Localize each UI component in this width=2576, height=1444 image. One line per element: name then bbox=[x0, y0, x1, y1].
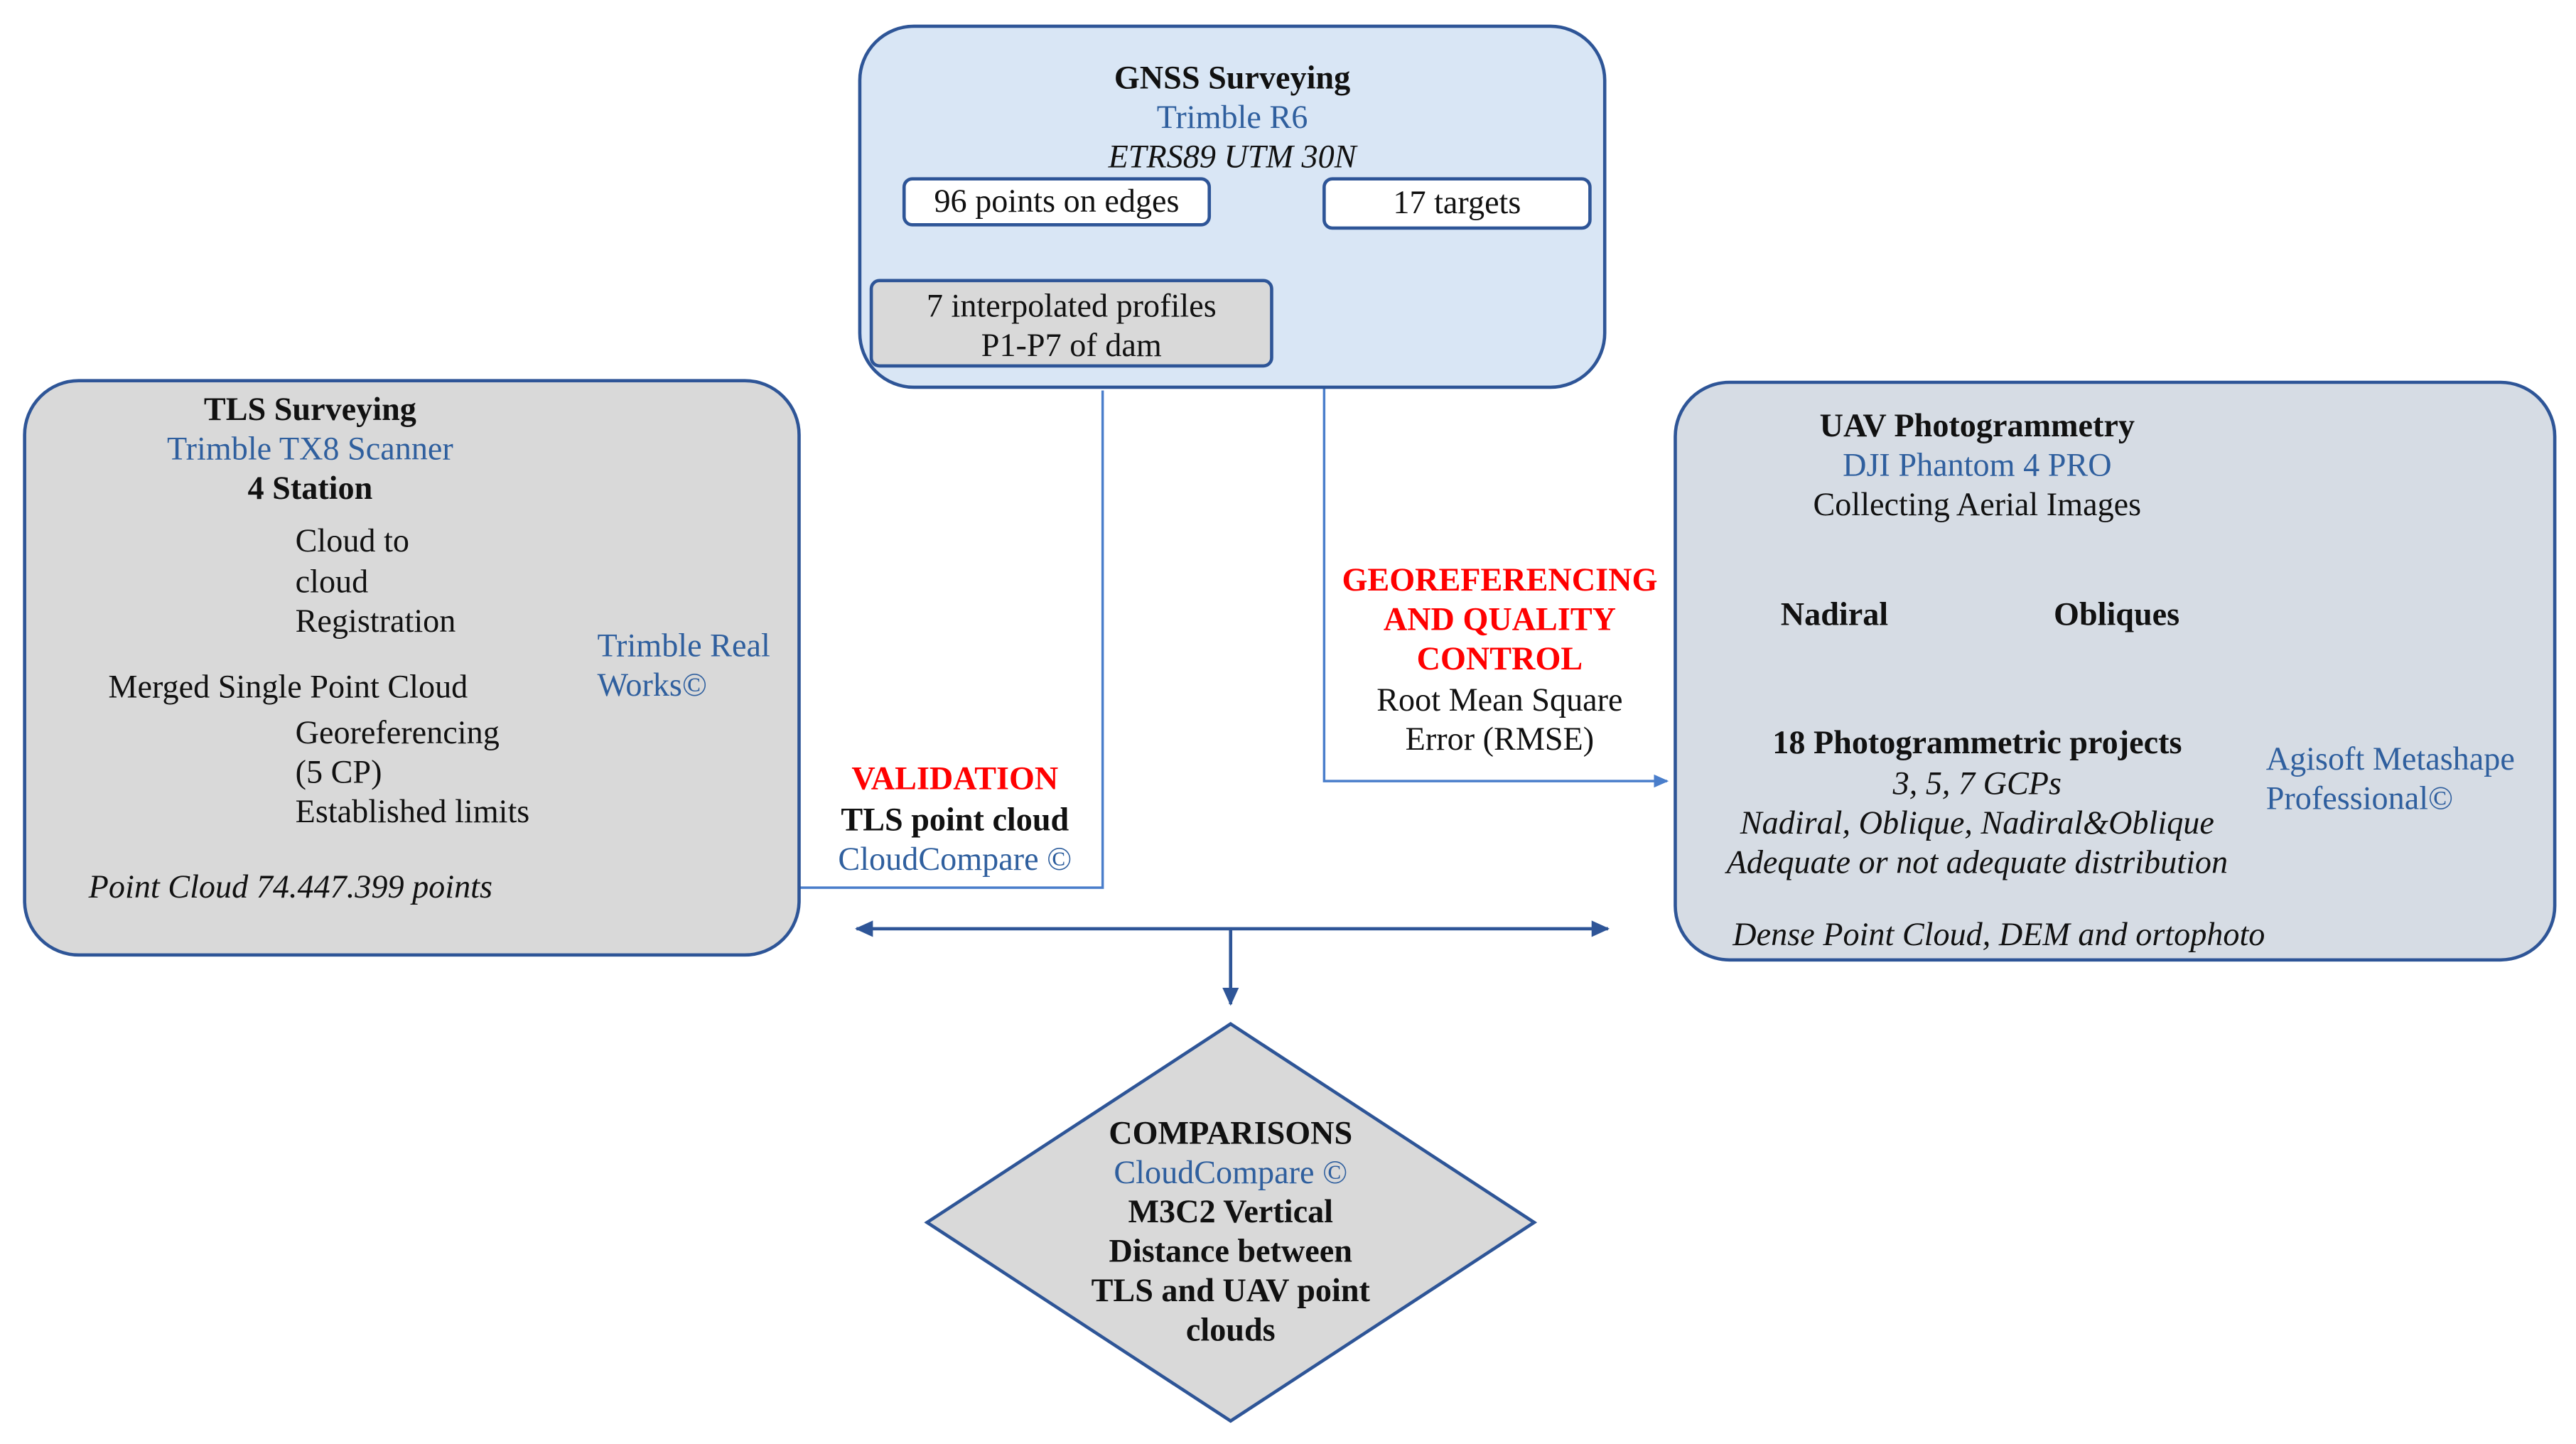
uav-modes: Nadiral, Oblique, Nadiral&Oblique bbox=[1740, 805, 2214, 842]
arrow-georeferencing bbox=[1322, 230, 1669, 788]
uav-obliques-label: Obliques bbox=[2054, 597, 2180, 634]
tls-stations: 4 Station bbox=[247, 470, 373, 507]
gnss-profiles-line1: 7 interpolated profiles bbox=[926, 289, 1217, 325]
georef-metric-line1: Root Mean Square bbox=[1376, 682, 1623, 719]
tls-registration-line3: Registration bbox=[295, 603, 456, 640]
gnss-instrument: Trimble R6 bbox=[1156, 99, 1308, 136]
tls-surveying-box bbox=[23, 379, 801, 957]
validation-software: CloudCompare © bbox=[838, 841, 1072, 878]
georef-metric-line2: Error (RMSE) bbox=[1405, 721, 1595, 758]
uav-software-line1: Agisoft Metashape bbox=[2265, 741, 2515, 778]
gnss-profiles-line2: P1-P7 of dam bbox=[981, 328, 1162, 365]
georef-label-line2: AND QUALITY bbox=[1383, 602, 1617, 639]
gnss-points-box: 96 points on edges bbox=[902, 177, 1212, 227]
validation-label: VALIDATION bbox=[851, 761, 1059, 798]
uav-software-line2: Professional© bbox=[2265, 781, 2454, 817]
uav-result: Dense Point Cloud, DEM and ortophoto bbox=[1732, 917, 2265, 954]
comparisons-desc-line2: Distance between bbox=[1109, 1234, 1352, 1271]
georef-label-line1: GEOREFERENCING bbox=[1342, 562, 1658, 599]
uav-gcps: 3, 5, 7 GCPs bbox=[1892, 766, 2062, 803]
tls-merged-cloud: Merged Single Point Cloud bbox=[108, 669, 468, 706]
comparisons-software: CloudCompare © bbox=[1114, 1155, 1348, 1192]
gnss-targets-box: 17 targets bbox=[1322, 177, 1592, 230]
tls-result: Point Cloud 74.447.399 points bbox=[88, 869, 492, 906]
gnss-crs: ETRS89 UTM 30N bbox=[1108, 139, 1357, 176]
uav-nadiral-label: Nadiral bbox=[1780, 597, 1889, 634]
tls-title: TLS Surveying bbox=[203, 392, 416, 429]
tls-registration-line2: cloud bbox=[295, 564, 369, 601]
comparisons-title: COMPARISONS bbox=[1109, 1116, 1353, 1152]
uav-distribution: Adequate or not adequate distribution bbox=[1726, 845, 2229, 881]
uav-photogrammetry-box bbox=[1674, 380, 2557, 962]
tls-georef-line1: Georeferencing bbox=[295, 715, 500, 752]
tls-georef-line2: (5 CP) bbox=[295, 755, 382, 791]
uav-instrument: DJI Phantom 4 PRO bbox=[1843, 448, 2112, 485]
comparisons-diamond bbox=[924, 1022, 1538, 1423]
tls-registration-line1: Cloud to bbox=[295, 523, 409, 560]
comparisons-desc-line1: M3C2 Vertical bbox=[1128, 1194, 1334, 1231]
tls-software-line1: Trimble Real bbox=[597, 628, 770, 665]
gnss-profiles-box: 7 interpolated profiles P1-P7 of dam bbox=[869, 279, 1273, 368]
validation-subject: TLS point cloud bbox=[841, 802, 1069, 839]
uav-collecting-step: Collecting Aerial Images bbox=[1813, 487, 2142, 524]
georef-label-line3: CONTROL bbox=[1416, 641, 1583, 678]
tls-georef-line3: Established limits bbox=[295, 794, 530, 831]
uav-projects-title: 18 Photogrammetric projects bbox=[1772, 725, 2182, 762]
gnss-title: GNSS Surveying bbox=[1114, 60, 1351, 97]
comparisons-desc-line4: clouds bbox=[1185, 1313, 1276, 1349]
comparisons-desc-line3: TLS and UAV point bbox=[1091, 1273, 1370, 1310]
uav-title: UAV Photogrammetry bbox=[1819, 408, 2135, 445]
tls-software-line2: Works© bbox=[597, 667, 707, 704]
tls-instrument: Trimble TX8 Scanner bbox=[167, 431, 453, 468]
